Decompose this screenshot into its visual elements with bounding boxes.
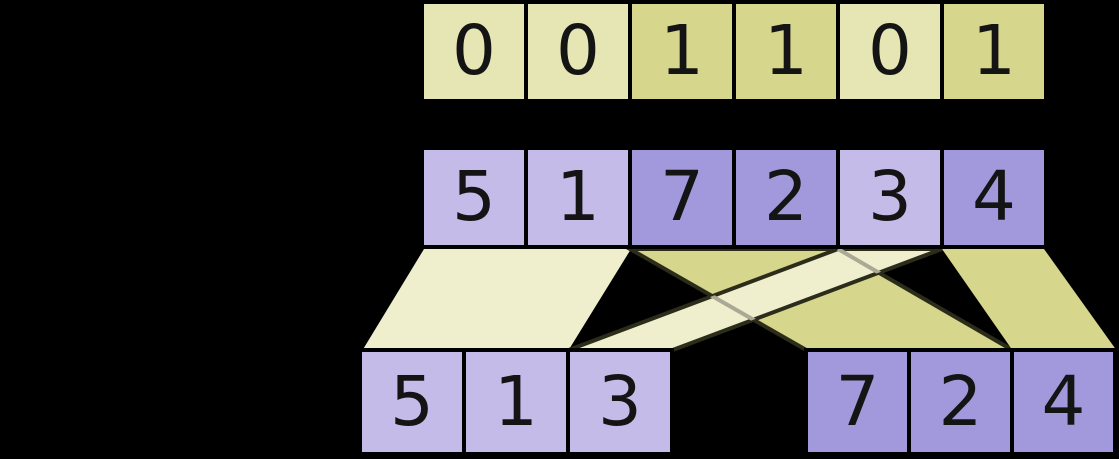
ribbon-true-last: [942, 249, 1117, 351]
output-cell: 5: [362, 352, 462, 452]
output-cell: 4: [1014, 352, 1113, 452]
flag-cell: 0: [840, 4, 940, 99]
value-cell: 4: [944, 150, 1044, 245]
flag-cell: 0: [424, 4, 524, 99]
flag-cell: 1: [944, 4, 1044, 99]
output-cell: 7: [808, 352, 907, 452]
output-cell: 1: [466, 352, 566, 452]
values-row: 5 1 7 2 3 4: [420, 146, 1048, 249]
flag-cell: 0: [528, 4, 628, 99]
output-cell: 3: [570, 352, 670, 452]
value-cell: 7: [632, 150, 732, 245]
value-cell: 3: [840, 150, 940, 245]
output-cell: 2: [911, 352, 1010, 452]
flags-row: 0 0 1 1 0 1: [420, 0, 1048, 103]
ribbon-false-straight: [362, 249, 631, 351]
flag-cell: 1: [632, 4, 732, 99]
value-cell: 1: [528, 150, 628, 245]
output-true-row: 7 2 4: [804, 348, 1117, 456]
flag-cell: 1: [736, 4, 836, 99]
value-cell: 5: [424, 150, 524, 245]
output-false-row: 5 1 3: [358, 348, 674, 456]
value-cell: 2: [736, 150, 836, 245]
